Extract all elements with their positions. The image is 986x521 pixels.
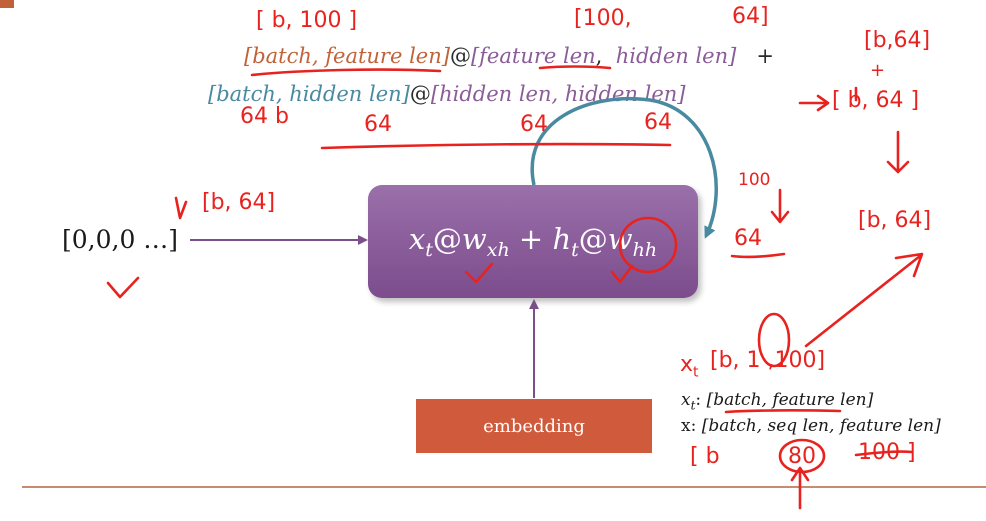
annotation-64-a: 64: [364, 112, 392, 137]
annotation-b-100: [ b, 100 ]: [256, 8, 358, 33]
eq2-matmul: @: [409, 82, 431, 106]
annotation-plus: +: [870, 60, 886, 81]
eq1-comma: ,: [595, 44, 603, 68]
formula-matmul-2: @: [578, 222, 608, 257]
annotation-64-c: 64: [644, 110, 672, 135]
x-shape-value: [batch, seq len, feature len]: [701, 416, 941, 436]
xt-sep: :: [695, 390, 707, 410]
xt-var-subscript: t: [690, 398, 696, 413]
eq1-hidden-len: hidden len: [615, 44, 729, 68]
annotation-80: 80: [788, 444, 816, 469]
formula-w-1: w: [461, 222, 487, 257]
input-sequence: [0,0,0 …]: [62, 225, 179, 254]
eq1-open-bracket: [: [244, 44, 253, 68]
underline-feature: [538, 65, 612, 70]
annotation-xt-var: xt: [680, 352, 699, 380]
checkmark-whh: [610, 264, 634, 284]
annotation-b64-result: [ b, 64 ]: [832, 88, 920, 113]
x-shape-note: x: [batch, seq len, feature len]: [681, 416, 941, 436]
check-arrow-input: [174, 196, 188, 220]
annotation-64-close: 64]: [732, 4, 769, 29]
circle-whh: [618, 216, 678, 274]
eq2-open-bracket-2: [: [430, 82, 440, 106]
annotation-64-b: 64: [520, 112, 548, 137]
arrow-up-eighty: [790, 466, 810, 510]
formula-matmul-1: @: [432, 222, 462, 257]
underline-batch-feature: [250, 68, 442, 77]
circle-one: [757, 312, 791, 368]
annotation-b64-bias: [b,64]: [864, 28, 931, 53]
formula-h: h: [552, 222, 572, 257]
equation-line-2: [batch, hidden len]@[hidden len, hidden …: [208, 82, 685, 106]
formula-w-hh-subscript: hh: [632, 238, 658, 261]
formula-w-xh-subscript: xh: [486, 238, 510, 261]
annotation-100-note: 100 ]: [858, 440, 916, 465]
underline-batch-note: [724, 409, 842, 414]
formula-x-subscript: t: [425, 238, 433, 261]
eq2-open-bracket: [: [208, 82, 217, 106]
formula-plus: +: [509, 222, 553, 257]
x-var: x: [681, 416, 691, 436]
eq2-batch-hidden: batch, hidden len: [216, 82, 402, 106]
annotation-100-small: 100: [738, 170, 771, 190]
equation-line-1: [batch, feature len]@[feature len, hidde…: [244, 44, 774, 68]
eq1-plus: +: [756, 44, 774, 68]
eq1-close-bracket-2: ]: [728, 44, 737, 68]
eq1-feature-len: feature len: [479, 44, 596, 68]
underline-64: [730, 252, 786, 259]
formula-x: x: [408, 222, 426, 257]
checkmark-input: [106, 276, 140, 299]
arrow-to-result: [798, 94, 830, 112]
eq2-close-bracket-2: ]: [677, 82, 686, 106]
embedding-box: embedding: [416, 399, 652, 453]
annotation-xt-subscript: t: [693, 364, 699, 381]
annotation-xt-letter: x: [680, 352, 694, 377]
annotation-100: [100,: [574, 6, 632, 31]
eq1-open-bracket-2: [: [470, 44, 480, 68]
eq1-matmul: @: [449, 44, 471, 68]
underline-hidden-row: [320, 142, 672, 150]
arrow-100-to-64: [770, 188, 790, 224]
embedding-label: embedding: [483, 415, 585, 437]
xt-var: x: [681, 390, 691, 410]
bottom-divider: [22, 486, 986, 488]
annotation-b-note: [ b: [690, 444, 720, 469]
xt-shape-value: [batch, feature len]: [706, 390, 874, 410]
annotation-64-hidden: 64: [734, 226, 762, 251]
eq1-close-bracket: ]: [441, 44, 450, 68]
loop-arrow-icon: [530, 96, 718, 239]
formula-h-subscript: t: [571, 238, 579, 261]
rnn-cell-box: xt@wxh + ht@whh: [368, 185, 698, 298]
title-accent-mark: [0, 0, 14, 8]
annotation-64b: 64 b: [240, 104, 289, 129]
annotation-b64-output: [b, 64]: [858, 208, 932, 233]
eq2-hidden-hidden: hidden len, hidden len: [439, 82, 678, 106]
arrow-to-output: [804, 252, 924, 348]
eq2-close-bracket: ]: [401, 82, 410, 106]
annotation-b64-input: [b, 64]: [202, 190, 276, 215]
xt-shape-note: xt: [batch, feature len]: [681, 390, 873, 412]
x-sep: :: [690, 416, 702, 436]
underline-100-note: [854, 450, 914, 457]
eq1-batch-feature: batch, feature len: [252, 44, 442, 68]
arrow-down-stroke: [886, 130, 910, 174]
rnn-cell-formula: xt@wxh + ht@whh: [409, 222, 657, 261]
annotation-b-1-100: [b, 1 ,100]: [710, 348, 826, 373]
checkmark-wxh: [464, 262, 494, 284]
